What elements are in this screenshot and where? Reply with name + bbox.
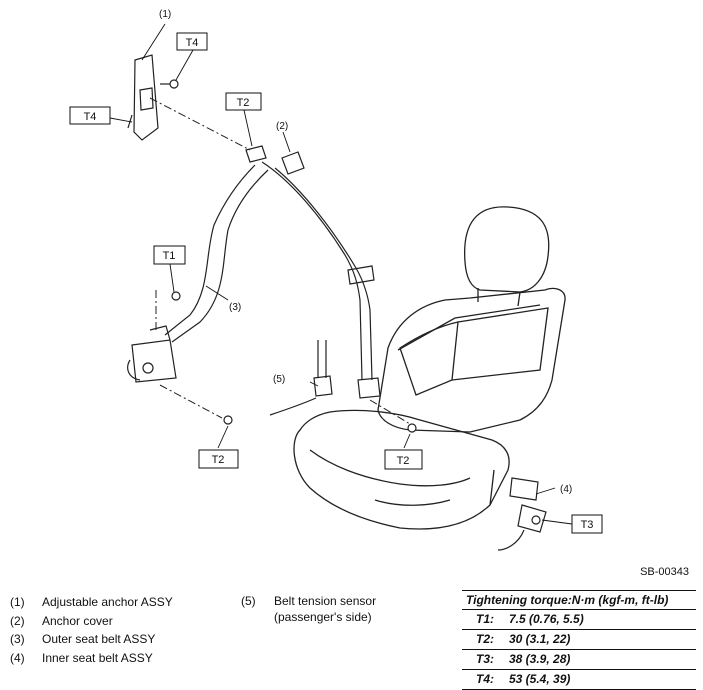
belt-tension-sensor (269, 340, 333, 416)
svg-text:T2: T2 (397, 455, 410, 467)
callout-2: (2) (276, 121, 288, 132)
legend-row: (4) Inner seat belt ASSY (10, 649, 173, 668)
legend-text: (passenger's side) (274, 610, 372, 624)
torque-value: 38 (3.9, 28) (509, 652, 571, 666)
torque-key: T3: (476, 652, 494, 666)
legend-row: (3) Outer seat belt ASSY (10, 630, 173, 649)
alignment-lines (149, 97, 411, 425)
legend-text: Outer seat belt ASSY (42, 632, 156, 646)
parts-legend: (1) Adjustable anchor ASSY (2) Anchor co… (10, 593, 173, 667)
legend-text: Inner seat belt ASSY (42, 650, 153, 665)
legend-number: (2) (10, 613, 25, 628)
tag-t3: T3 (571, 514, 603, 534)
legend-text: Belt tension sensor (274, 594, 377, 608)
callout-1: (1) (159, 9, 171, 20)
leader-lines (109, 23, 573, 525)
torque-row: T4: 53 (5.4, 39) (462, 670, 696, 690)
tag-t2-anchor: T2 (225, 92, 262, 111)
bolts (160, 79, 541, 525)
adjustable-anchor (127, 54, 159, 141)
torque-row: T2: 30 (3.1, 22) (462, 630, 696, 650)
seat-illustration (293, 206, 566, 530)
torque-table: Tightening torque:N·m (kgf-m, ft-lb) T1:… (462, 590, 696, 690)
svg-text:T4: T4 (186, 37, 199, 49)
tag-t4-top: T4 (176, 32, 208, 51)
svg-text:T2: T2 (237, 97, 250, 109)
legend-text: Adjustable anchor ASSY (42, 595, 173, 609)
tag-t4-left: T4 (69, 106, 111, 125)
svg-text:T3: T3 (581, 519, 594, 531)
torque-key: T1: (476, 612, 494, 626)
callout-5: (5) (273, 374, 285, 385)
figure-code: SB-00343 (640, 566, 689, 578)
torque-key: T2: (476, 632, 494, 646)
torque-title: Tightening torque:N·m (kgf-m, ft-lb) (462, 590, 696, 610)
tag-t2-center: T2 (384, 449, 423, 470)
torque-key: T4: (476, 672, 494, 686)
torque-row: T3: 38 (3.9, 28) (462, 650, 696, 670)
torque-value: 53 (5.4, 39) (509, 672, 571, 686)
torque-value: 30 (3.1, 22) (509, 632, 571, 646)
anchor-cover-part (245, 145, 305, 175)
legend-number: (1) (10, 595, 25, 609)
seat-belt-exploded-diagram: (1) (2) (3) (4) (5) T4 T4 T2 T1 T2 T2 T3 (69, 9, 603, 551)
legend-row: (2) Anchor cover (10, 612, 173, 631)
inner-seat-belt-buckle (497, 477, 547, 551)
parts-legend-secondary: (5) Belt tension sensor (passenger's sid… (241, 593, 376, 625)
svg-text:T2: T2 (212, 454, 225, 466)
legend-number: (3) (10, 632, 25, 646)
torque-row: T1: 7.5 (0.76, 5.5) (462, 610, 696, 630)
svg-text:T1: T1 (163, 250, 176, 262)
tag-t1: T1 (153, 245, 186, 265)
torque-value: 7.5 (0.76, 5.5) (509, 612, 584, 626)
svg-text:T4: T4 (84, 111, 97, 123)
legend-number: (5) (241, 594, 256, 608)
outer-seat-belt (127, 161, 381, 399)
callout-4: (4) (560, 484, 572, 495)
legend-row: (1) Adjustable anchor ASSY (10, 593, 173, 612)
tag-t2-lower-left: T2 (198, 449, 239, 469)
callout-3: (3) (229, 302, 241, 313)
legend-text: Anchor cover (42, 613, 113, 628)
legend-number: (4) (10, 650, 25, 665)
